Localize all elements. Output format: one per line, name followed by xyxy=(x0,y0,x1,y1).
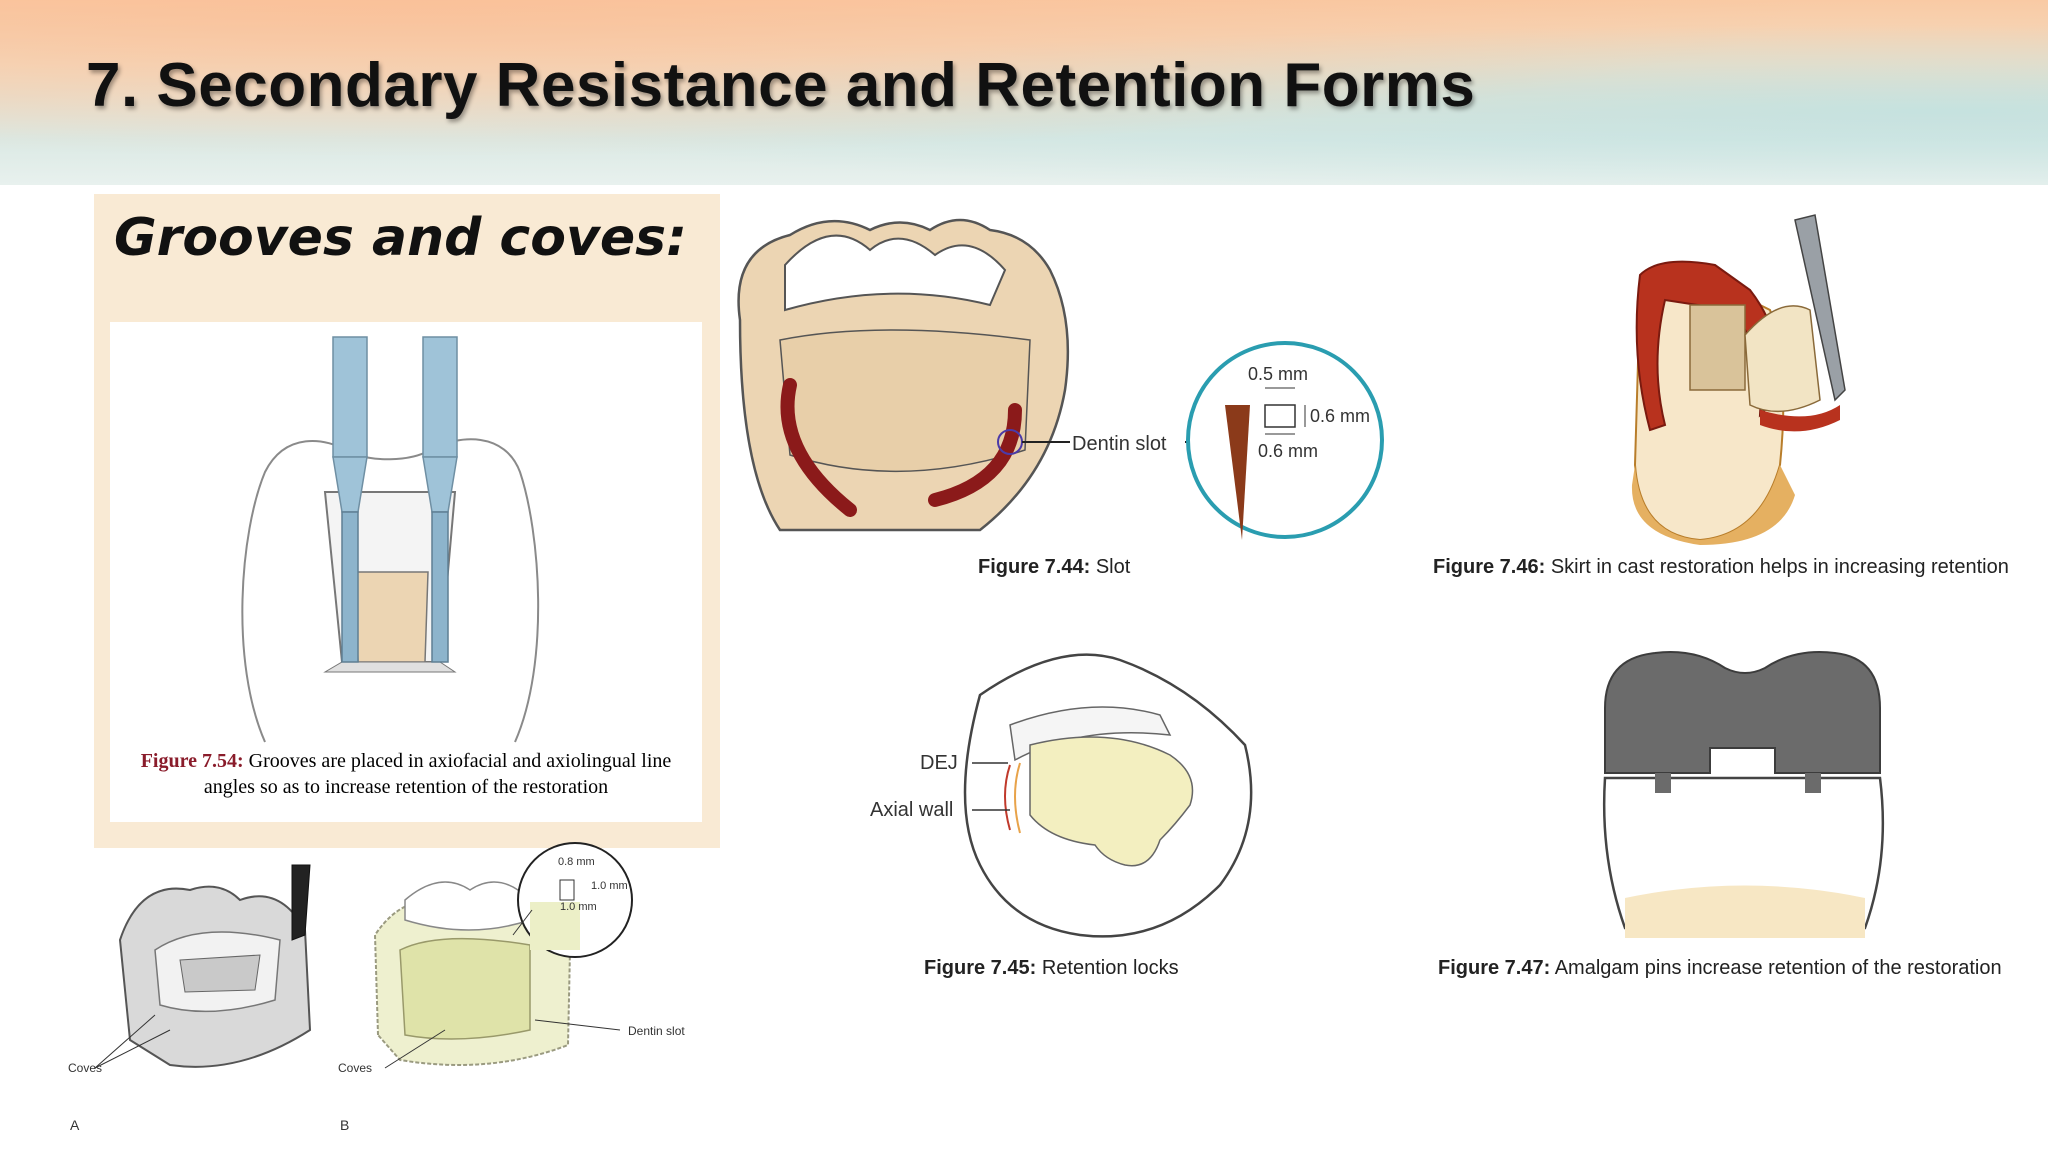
figure-7-44-text: Slot xyxy=(1095,556,1131,578)
coves-a-label: Coves xyxy=(68,1061,102,1075)
coves-figure-a xyxy=(94,864,312,1069)
figure-7-44-number: Figure 7.44: xyxy=(978,556,1091,578)
figure-7-47-illustration xyxy=(1602,651,1885,938)
bur-a-icon xyxy=(291,864,311,941)
coves-figures: Coves A 0.8 mm 1.0 mm 1.0 mm Coves Denti… xyxy=(68,842,685,1133)
left-bur-icon xyxy=(332,336,368,663)
figure-7-46-caption: Figure 7.46: Skirt in cast restoration h… xyxy=(1433,554,2009,580)
figure-7-54-text-line2: angles so as to increase retention of th… xyxy=(203,776,609,798)
figure-7-54-text-line1: Grooves are placed in axiofacial and axi… xyxy=(248,750,672,772)
right-slot xyxy=(928,403,1022,507)
figure-7-45-caption: Figure 7.45: Retention locks xyxy=(924,955,1179,981)
slide-title: 7. Secondary Resistance and Retention Fo… xyxy=(86,51,1476,120)
amalgam-pin-right xyxy=(1805,773,1821,793)
dim-0-6-right-label: 0.6 mm xyxy=(1310,406,1370,426)
dim-1-0-bottom-label: 1.0 mm xyxy=(560,901,597,913)
figure-7-45-number: Figure 7.45: xyxy=(924,957,1037,979)
figure-7-47-text: Amalgam pins increase retention of the r… xyxy=(1554,957,2002,979)
amalgam-restoration xyxy=(1604,651,1881,774)
retention-lock-area xyxy=(1029,736,1194,867)
figure-7-45-text: Retention locks xyxy=(1041,957,1179,979)
grooves-figure-card: Figure 7.54: Grooves are placed in axiof… xyxy=(110,322,702,822)
figure-b-label: B xyxy=(340,1117,349,1133)
dentin-slot-b-label: Dentin slot xyxy=(628,1024,685,1038)
figure-a-label: A xyxy=(70,1117,80,1133)
dentin-slot-label: Dentin slot xyxy=(1072,433,1167,455)
dentin-floor xyxy=(354,571,429,663)
grooves-heading: Grooves and coves: xyxy=(114,208,687,268)
dim-0-6-bottom-label: 0.6 mm xyxy=(1258,441,1318,461)
figure-7-54-caption: Figure 7.54: Grooves are placed in axiof… xyxy=(110,748,702,800)
figure-7-44-illustration: Dentin slot 0.5 mm 0.6 mm 0.6 mm xyxy=(737,218,1384,540)
dej-label: DEJ xyxy=(920,752,958,774)
amalgam-pin-left xyxy=(1655,773,1671,793)
figure-7-47-number: Figure 7.47: xyxy=(1438,957,1551,979)
figure-7-44-caption: Figure 7.44: Slot xyxy=(978,554,1130,580)
left-slot xyxy=(780,378,857,517)
gingival-floor xyxy=(323,661,457,673)
coves-figure-b xyxy=(373,842,633,1069)
figure-7-45-illustration: DEJ Axial wall xyxy=(870,653,1253,938)
right-bur-icon xyxy=(422,336,458,663)
figure-7-47-caption: Figure 7.47: Amalgam pins increase reten… xyxy=(1438,955,2002,981)
dim-1-0-right-label: 1.0 mm xyxy=(591,880,628,892)
figure-7-46-illustration xyxy=(1631,214,1846,545)
instrument-icon xyxy=(1794,214,1846,402)
coves-b-label: Coves xyxy=(338,1061,372,1075)
figure-7-46-number: Figure 7.46: xyxy=(1433,556,1546,578)
figure-7-46-text: Skirt in cast restoration helps in incre… xyxy=(1550,556,2009,578)
figure-7-54-number: Figure 7.54: xyxy=(140,750,244,772)
dim-0-5-label: 0.5 mm xyxy=(1248,364,1308,384)
grooves-panel: Grooves and coves: Figure 7.54: Grooves … xyxy=(94,194,720,848)
dim-0-8-label: 0.8 mm xyxy=(558,856,595,868)
grooves-illustration xyxy=(241,336,540,743)
title-banner-glow xyxy=(0,0,2048,185)
axial-wall-label: Axial wall xyxy=(870,799,953,821)
